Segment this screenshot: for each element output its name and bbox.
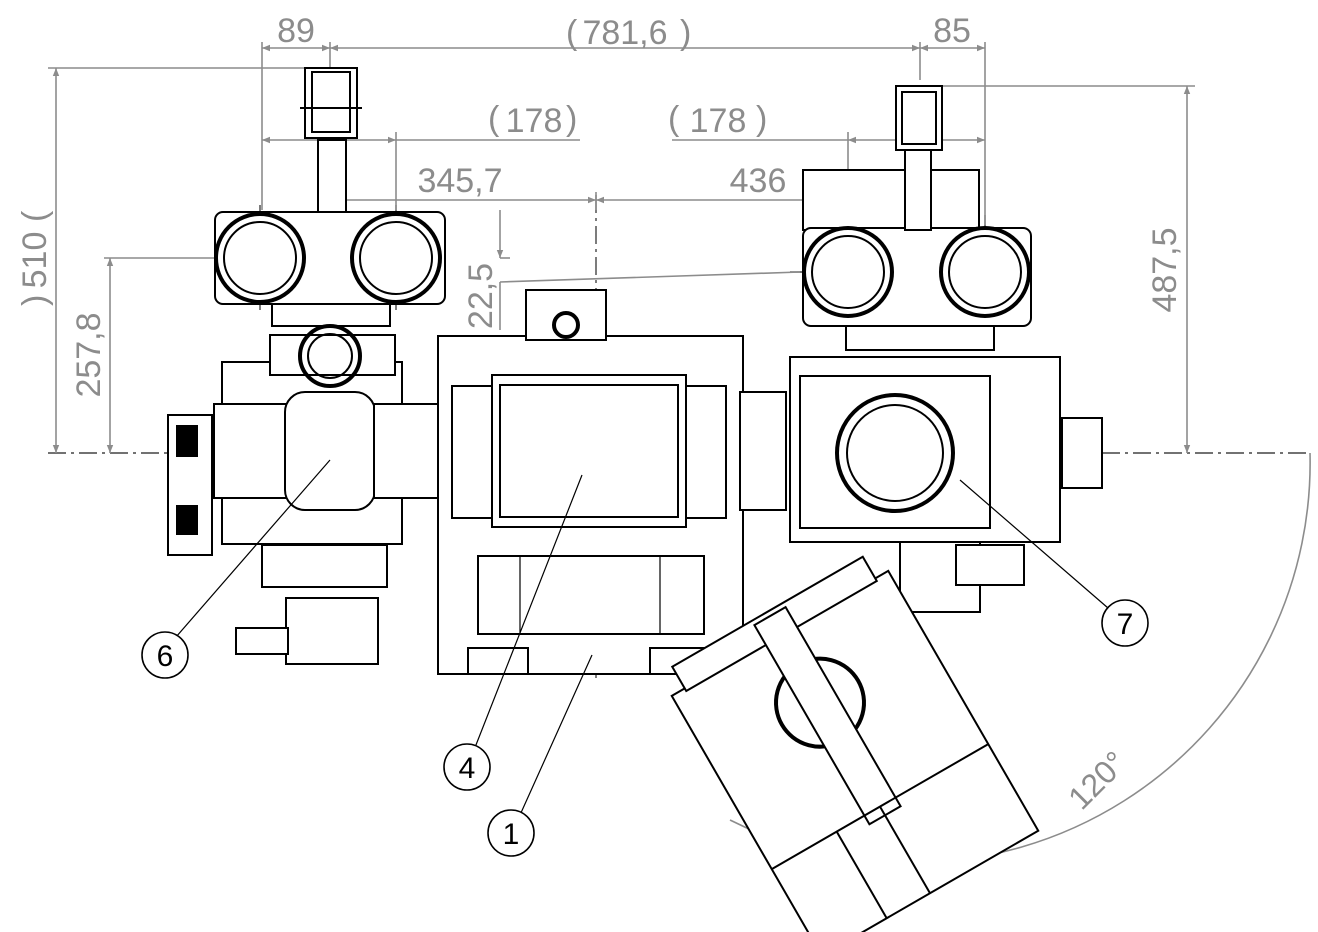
dimension-texts: 89 ( 781,6 ) 85 ( 178 ) ( 178 ) 345,7 43… <box>16 12 1184 816</box>
center-frame <box>437 289 787 675</box>
right-cylinder-body <box>789 356 1103 613</box>
dim-178-right-paren-r: ) <box>756 100 767 138</box>
leader-lines <box>175 459 1109 816</box>
dim-85: 85 <box>933 12 971 50</box>
right-cylinder-head <box>802 85 1032 351</box>
dim-178-left-paren-l: ( <box>488 100 500 138</box>
callout-1-label: 1 <box>503 818 520 851</box>
dim-angle-120: 120° <box>1061 744 1133 816</box>
dim-436: 436 <box>730 162 787 200</box>
callout-7: 7 <box>1101 599 1149 647</box>
callout-7-label: 7 <box>1117 608 1134 641</box>
dim-178-left-paren-r: ) <box>566 100 577 138</box>
dim-178-right: 178 <box>690 102 747 140</box>
left-cylinder-body <box>167 324 461 665</box>
dim-345-7: 345,7 <box>417 162 502 200</box>
left-cylinder-head <box>214 67 446 327</box>
dim-89: 89 <box>277 12 315 50</box>
callout-6-label: 6 <box>157 640 174 673</box>
dim-178-right-paren-l: ( <box>668 100 680 138</box>
dim-510: 510 <box>16 232 54 289</box>
dim-22-5: 22,5 <box>462 263 500 329</box>
dim-510-paren-bot: ) <box>16 295 54 306</box>
callout-1: 1 <box>487 809 535 857</box>
dim-781-6-paren-l: ( <box>566 14 578 52</box>
callout-6: 6 <box>141 631 189 679</box>
dim-781-6: 781,6 <box>582 14 667 52</box>
dim-178-left: 178 <box>506 102 563 140</box>
dim-781-6-paren-r: ) <box>680 14 691 52</box>
callout-4-label: 4 <box>459 752 476 785</box>
angled-cylinder <box>670 555 1040 932</box>
dim-257-8: 257,8 <box>70 312 108 397</box>
dim-510-paren-top: ( <box>16 210 54 222</box>
callout-4: 4 <box>443 743 491 791</box>
dim-487-5: 487,5 <box>1146 227 1184 312</box>
